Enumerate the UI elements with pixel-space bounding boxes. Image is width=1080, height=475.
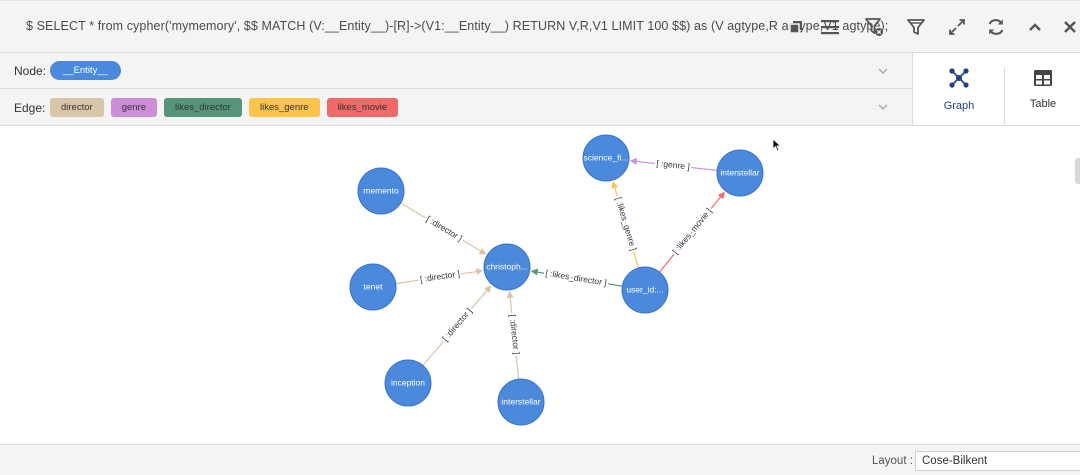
edge-arrowhead (506, 290, 514, 299)
edge-label: [ :director ] (425, 214, 465, 243)
filter-icon[interactable] (904, 15, 928, 39)
node-circle[interactable] (384, 359, 432, 407)
edge-label: [ :likes_director ] (545, 268, 608, 288)
graph-edge[interactable]: [ :director ][ :director ] (506, 290, 524, 380)
node-circle[interactable] (582, 134, 630, 182)
node-label: inception (391, 377, 425, 387)
edge-chip-director[interactable]: director (50, 98, 104, 117)
node-chips: __Entity__ (50, 61, 121, 80)
graph-node[interactable]: christoph... (483, 243, 531, 291)
edge-arrowhead (530, 268, 539, 276)
graph-svg[interactable]: [ :director ][ :director ][ :director ][… (0, 126, 1080, 444)
view-switch: Graph Table (912, 53, 1080, 126)
edge-line[interactable] (509, 296, 520, 380)
node-legend: Node: __Entity__ (0, 53, 912, 89)
edge-label: [ :director ] (508, 314, 522, 355)
chevron-up-icon[interactable] (1023, 15, 1047, 39)
edge-arrowhead (478, 247, 487, 255)
graph-canvas[interactable]: [ :director ][ :director ][ :director ][… (0, 126, 1080, 444)
edge-legend-label: Edge: (14, 101, 46, 115)
edge-label: [ :genre ] (656, 158, 690, 172)
node-circle[interactable] (716, 149, 764, 197)
graph-edge[interactable]: [ :genre ][ :genre ] (629, 156, 718, 174)
node-circle[interactable] (497, 378, 545, 426)
node-circle[interactable] (357, 167, 405, 215)
graph-icon (948, 67, 970, 94)
graph-edge[interactable]: [ :likes_movie ][ :likes_movie ] (659, 191, 725, 273)
table-icon (1033, 69, 1053, 92)
copy-icon[interactable] (784, 15, 808, 39)
graph-node[interactable]: inception (384, 359, 432, 407)
chevron-down-icon[interactable] (876, 100, 890, 114)
graph-edge[interactable]: [ :director ][ :director ] (422, 285, 492, 366)
edge-label: [ :director ] (440, 306, 474, 343)
footer-bar: Layout : Cose-Bilkent (0, 444, 1080, 475)
edge-label: [ :likes_movie ] (670, 206, 713, 256)
node-label: tenet (364, 281, 384, 291)
edge-line[interactable] (659, 195, 722, 273)
edge-line[interactable] (422, 289, 488, 366)
node-label: science_fi... (584, 152, 629, 162)
edge-chip-likes-genre[interactable]: likes_genre (248, 98, 320, 117)
table-view-label: Table (1029, 97, 1057, 110)
graph-node[interactable]: science_fi... (582, 134, 630, 182)
edge-chips: director genre likes_director likes_genr… (50, 98, 399, 117)
edge-chip-genre[interactable]: genre (110, 98, 157, 117)
graph-edge[interactable]: [ :director ][ :director ] (400, 202, 487, 255)
node-legend-label: Node: (14, 64, 47, 78)
node-label: christoph... (486, 261, 528, 271)
filter-remove-icon[interactable] (862, 15, 886, 39)
edge-arrowhead (611, 181, 619, 189)
close-icon[interactable] (1058, 15, 1080, 39)
canvas-scroll-handle[interactable] (1075, 158, 1080, 184)
edge-line[interactable] (400, 202, 482, 253)
node-label: interstellar (501, 396, 540, 406)
node-circle[interactable] (621, 266, 669, 314)
graph-node[interactable]: memento (357, 167, 405, 215)
edge-arrowhead (717, 191, 725, 200)
edge-arrowhead (484, 285, 492, 293)
graph-view-button[interactable]: Graph (913, 53, 1005, 125)
edge-chip-likes-director[interactable]: likes_director (164, 98, 242, 117)
edge-line[interactable] (395, 270, 478, 285)
edge-line[interactable] (536, 271, 623, 287)
graph-edge[interactable]: [ :likes_director ][ :likes_director ] (530, 266, 623, 290)
layout-select[interactable]: Cose-Bilkent (915, 451, 1080, 471)
edge-chip-likes-movie[interactable]: likes_movie (326, 98, 399, 117)
query-bar: $ SELECT * from cypher('mymemory', $$ MA… (0, 1, 1080, 53)
edge-arrowhead (629, 157, 638, 165)
edge-line[interactable] (613, 186, 640, 269)
list-icon[interactable] (818, 15, 842, 39)
graph-node[interactable]: user_id:... (621, 266, 669, 314)
mouse-cursor-icon (772, 138, 782, 157)
node-circle[interactable] (349, 263, 397, 311)
graph-node[interactable]: interstellar (497, 378, 545, 426)
node-label: interstellar (720, 167, 759, 177)
node-label: user_id:... (626, 284, 663, 294)
expand-icon[interactable] (945, 15, 969, 39)
query-text: $ SELECT * from cypher('mymemory', $$ MA… (26, 19, 889, 33)
node-label: memento (363, 185, 399, 195)
graph-view-label: Graph (943, 99, 975, 112)
view-divider (1004, 67, 1005, 125)
edge-arrowhead (475, 268, 484, 276)
chevron-down-icon[interactable] (876, 64, 890, 78)
edge-label: [ :likes_genre ] (614, 196, 639, 252)
edge-label: [ :director ] (419, 268, 460, 284)
refresh-icon[interactable] (984, 15, 1008, 39)
node-chip-entity[interactable]: __Entity__ (50, 61, 121, 80)
layout-label: Layout : (872, 455, 913, 467)
edge-line[interactable] (635, 160, 718, 172)
graph-node[interactable]: interstellar (716, 149, 764, 197)
node-circle[interactable] (483, 243, 531, 291)
graph-node[interactable]: tenet (349, 263, 397, 311)
graph-edge[interactable]: [ :director ][ :director ] (395, 266, 484, 286)
graph-edge[interactable]: [ :likes_genre ][ :likes_genre ] (611, 181, 641, 269)
table-view-button[interactable]: Table (1005, 53, 1080, 125)
edge-legend: Edge: director genre likes_director like… (0, 89, 912, 126)
